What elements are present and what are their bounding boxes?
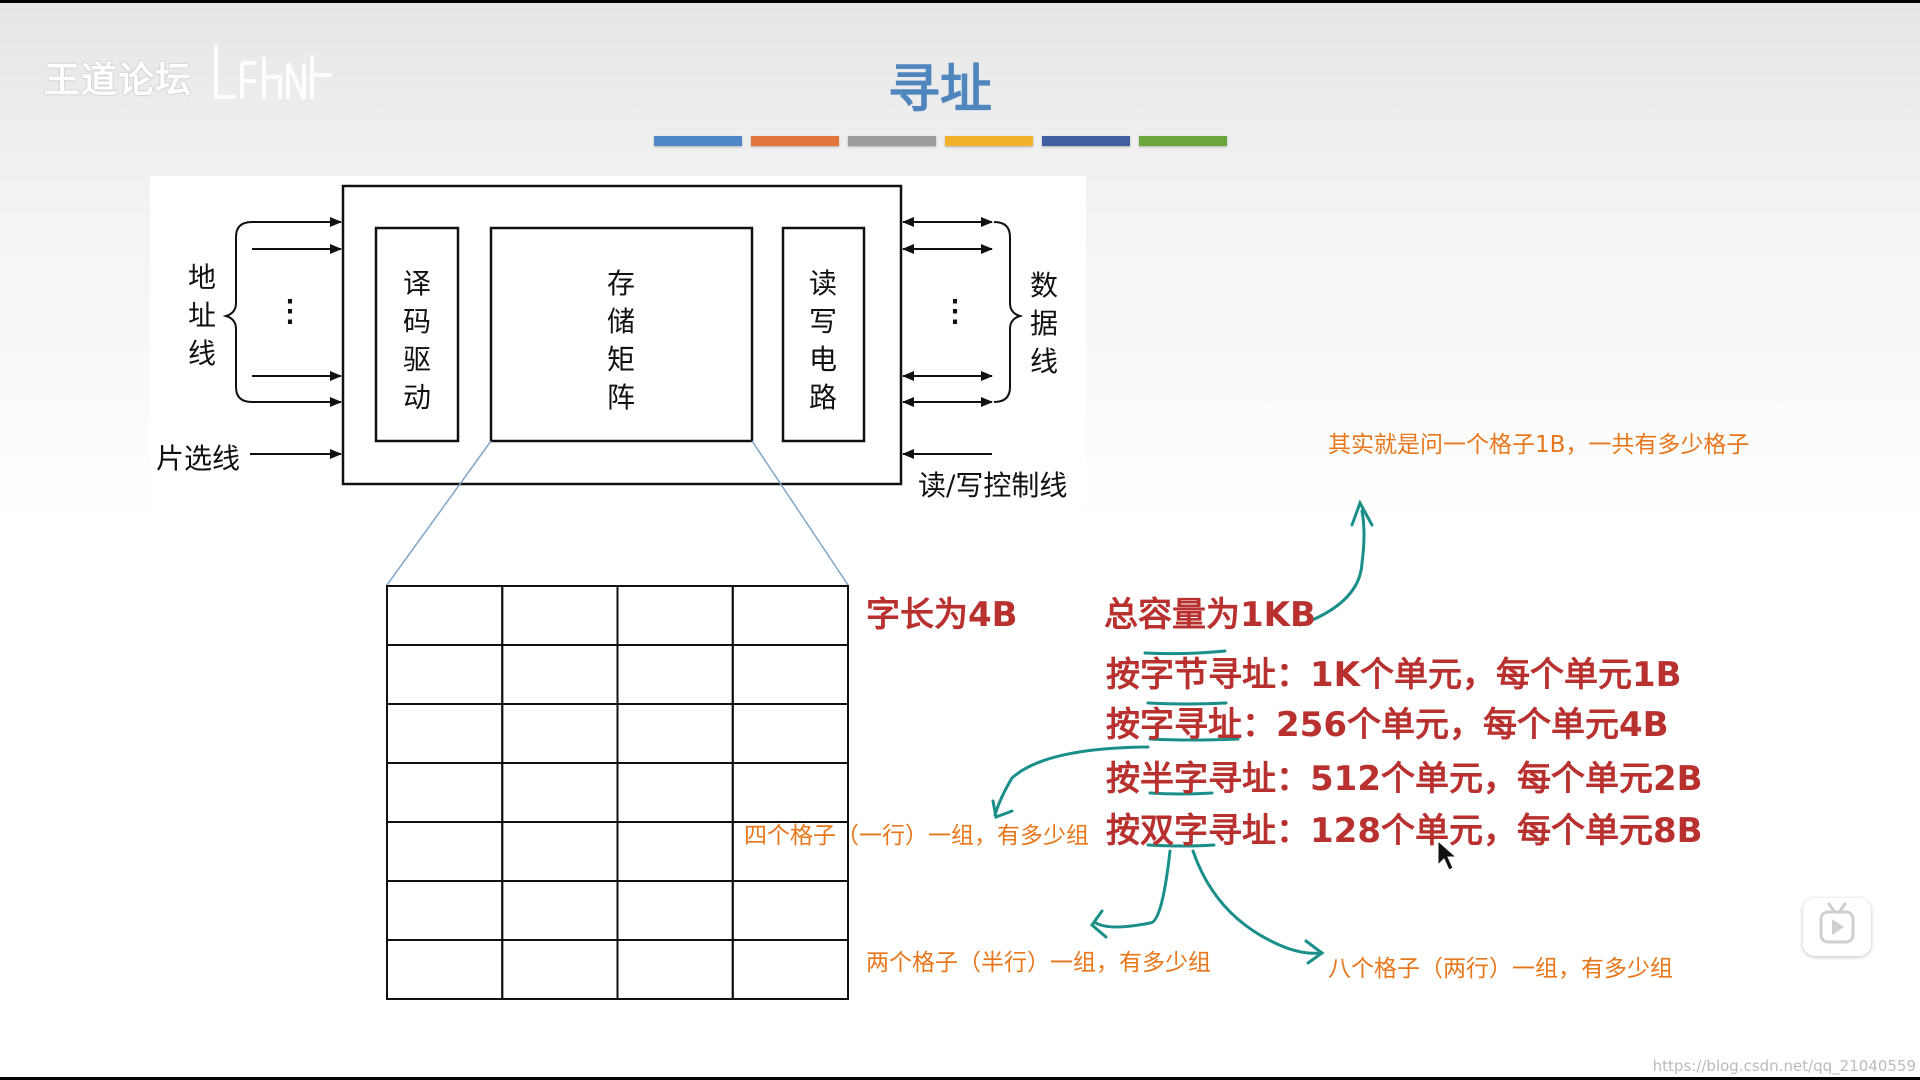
chip-outline	[341, 184, 903, 486]
grid-cell	[501, 585, 619, 646]
slide: 王道论坛 寻址 译码驱动 存储矩阵 读写电路	[0, 3, 1920, 1077]
grid-cell	[616, 762, 734, 823]
grid-cell	[386, 762, 504, 823]
underline-doubleword	[1146, 843, 1216, 848]
title-color-bar	[654, 136, 1227, 146]
memory-chip-diagram: 译码驱动 存储矩阵 读写电路 地址线 数据线 片选线 读/写控制线 ⋮ ⋮	[150, 176, 1086, 508]
underline-word-1	[1146, 701, 1228, 706]
grid-cell	[501, 821, 619, 882]
arrow-to-halfword-note-head	[1089, 909, 1108, 939]
grid-cell	[616, 585, 734, 646]
grid-cell	[731, 703, 849, 764]
grid-cell	[616, 880, 734, 941]
grid-cell	[386, 939, 504, 1000]
rw-control-label: 读/写控制线	[918, 469, 1067, 502]
underline-byte	[1143, 649, 1227, 656]
grid-cell	[501, 703, 619, 764]
address-brace	[222, 221, 253, 403]
arrow-to-total-note-head	[1350, 499, 1374, 527]
grid-cell	[731, 880, 849, 941]
rw-circuit-label: 读写电路	[809, 267, 837, 414]
grid-cell	[501, 939, 619, 1000]
note-total: 其实就是问一个格子1B，一共有多少格子	[1328, 432, 1750, 458]
doubleword-addressing-text: 按双字寻址：128个单元，每个单元8B	[1106, 811, 1703, 851]
zoom-lines	[386, 440, 849, 586]
grid-cell	[731, 644, 849, 705]
grid-cell	[731, 939, 849, 1000]
play-icon	[1819, 902, 1855, 944]
address-ellipsis: ⋮	[275, 294, 305, 329]
storage-grid	[386, 585, 849, 1000]
word-addressing-text: 按字寻址：256个单元，每个单元4B	[1106, 705, 1669, 745]
grid-cell	[616, 939, 734, 1000]
data-lines-label: 数据线	[1030, 269, 1058, 378]
grid-cell	[386, 880, 504, 941]
arrow-to-doubleword-note	[1191, 849, 1322, 955]
play-button[interactable]	[1803, 898, 1871, 956]
color-bar-segment	[848, 136, 936, 146]
byte-addressing-text: 按字节寻址：1K个单元，每个单元1B	[1106, 655, 1682, 695]
word-length-text: 字长为4B	[866, 595, 1018, 635]
color-bar-segment	[945, 136, 1033, 146]
data-ellipsis: ⋮	[940, 294, 970, 329]
grid-cell	[386, 585, 504, 646]
color-bar-segment	[751, 136, 839, 146]
cursor-icon	[1437, 839, 1458, 871]
arrow-to-halfword-note	[1094, 849, 1172, 929]
address-arrows	[250, 217, 342, 459]
grid-cell	[386, 644, 504, 705]
decoder-label: 译码驱动	[403, 267, 431, 414]
decoder-box	[374, 226, 460, 443]
note-word: 四个格子（一行）一组，有多少组	[744, 823, 1089, 849]
diagram-background	[150, 176, 1086, 508]
grid-cell	[386, 821, 504, 882]
grid-cell	[731, 762, 849, 823]
color-bar-segment	[1139, 136, 1227, 146]
color-bar-segment	[654, 136, 742, 146]
matrix-label: 存储矩阵	[607, 267, 635, 414]
grid-cell	[501, 644, 619, 705]
watermark-logo-icon	[214, 45, 332, 100]
total-capacity-text: 总容量为1KB	[1104, 595, 1316, 635]
underline-word-2	[1148, 737, 1240, 742]
grid-cell	[501, 762, 619, 823]
note-halfword: 两个格子（半行）一组，有多少组	[866, 950, 1211, 976]
arrow-to-total-note	[1298, 509, 1366, 627]
color-bar-segment	[1042, 136, 1130, 146]
handwritten-annotations	[991, 499, 1374, 965]
data-brace	[993, 221, 1024, 403]
matrix-box	[489, 226, 754, 443]
grid-cell	[616, 821, 734, 882]
grid-cell	[616, 703, 734, 764]
rw-circuit-box	[781, 226, 866, 443]
watermark-text: 王道论坛	[44, 60, 193, 101]
grid-cell	[731, 585, 849, 646]
underline-halfword	[1148, 791, 1214, 796]
data-arrows	[902, 217, 993, 459]
arrow-to-word-note-head	[991, 799, 1014, 820]
grid-cell	[501, 880, 619, 941]
arrow-to-doubleword-note-head	[1304, 939, 1325, 965]
halfword-addressing-text: 按半字寻址：512个单元，每个单元2B	[1106, 759, 1703, 799]
grid-cell	[386, 703, 504, 764]
chip-select-label: 片选线	[156, 442, 240, 475]
grid-cell	[616, 644, 734, 705]
address-lines-label: 地址线	[188, 261, 216, 370]
slide-title: 寻址	[887, 60, 992, 120]
arrow-to-word-note	[993, 745, 1150, 817]
note-doubleword: 八个格子（两行）一组，有多少组	[1328, 956, 1673, 982]
diagram-canvas: 译码驱动 存储矩阵 读写电路 地址线 数据线 片选线 读/写控制线 ⋮ ⋮	[150, 176, 1458, 1000]
footer-url: https://blog.csdn.net/qq_21040559	[1652, 1057, 1916, 1075]
